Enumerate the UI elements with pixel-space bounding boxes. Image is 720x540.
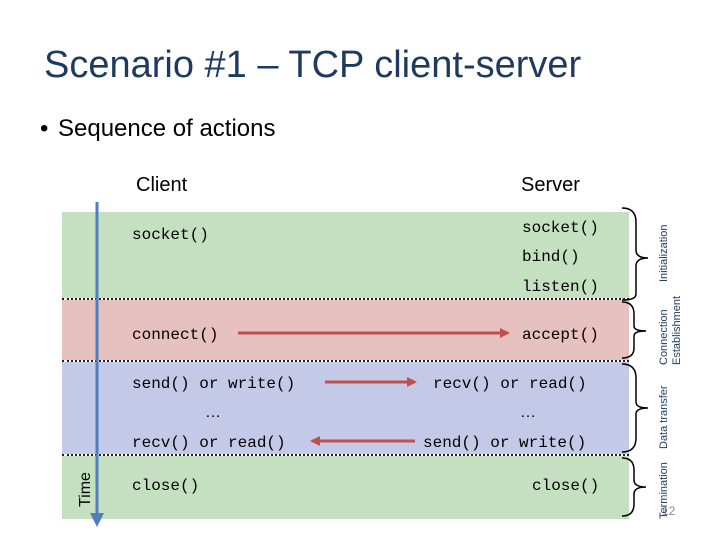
connection-label-line2: Establishment — [671, 295, 683, 365]
bullet-text: Sequence of actions — [58, 115, 276, 142]
client-send-call: send() or write() — [132, 375, 296, 393]
data-transfer-band — [62, 362, 629, 454]
phase-separator — [62, 454, 629, 456]
slide-title: Scenario #1 – TCP client-server — [44, 44, 582, 86]
time-axis-label: Time — [77, 472, 94, 507]
client-ellipsis: … — [205, 404, 221, 421]
server-ellipsis: … — [520, 404, 536, 421]
server-column-header: Server — [521, 174, 580, 196]
server-listen-call: listen() — [522, 278, 599, 296]
client-recv-call: recv() or read() — [132, 434, 286, 452]
termination-band — [62, 456, 629, 519]
connection-label-line1: Connection — [658, 309, 670, 365]
server-close-call: close() — [532, 477, 600, 495]
data-transfer-brace — [621, 363, 649, 453]
server-send-call: send() or write() — [423, 434, 587, 452]
initialization-brace — [621, 207, 649, 301]
server-bind-call: bind() — [522, 248, 580, 266]
connection-band — [62, 300, 629, 360]
server-recv-call: recv() or read() — [433, 375, 587, 393]
page-number: 12 — [662, 504, 676, 518]
client-socket-call: socket() — [132, 226, 209, 244]
termination-brace — [621, 457, 647, 517]
client-column-header: Client — [136, 174, 188, 196]
server-socket-call: socket() — [522, 219, 599, 237]
bullet-icon: • — [40, 115, 49, 142]
connection-brace — [621, 301, 647, 359]
client-close-call: close() — [132, 477, 200, 495]
phase-separator — [62, 298, 629, 300]
initialization-band — [62, 212, 629, 298]
bullet-item: • Sequence of actions — [40, 115, 276, 143]
initialization-label: Initialization — [658, 224, 670, 282]
client-connect-call: connect() — [132, 326, 219, 344]
phase-separator — [62, 360, 629, 362]
server-accept-call: accept() — [522, 326, 599, 344]
data-transfer-label: Data transfer — [658, 385, 670, 449]
